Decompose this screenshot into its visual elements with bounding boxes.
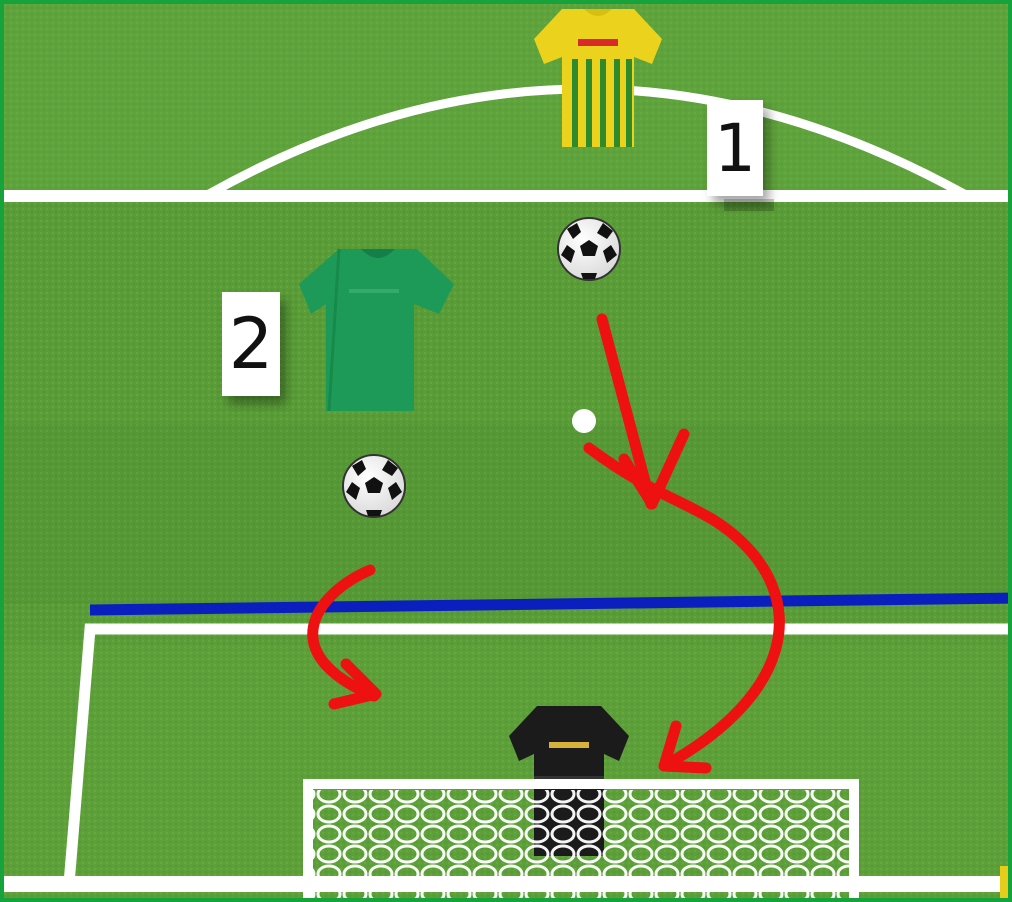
player-2-label: 2 [222, 292, 280, 396]
halfway-line [4, 190, 1012, 202]
soccer-ball-icon [558, 218, 620, 280]
player-1-label: 1 [707, 100, 763, 196]
center-spot [572, 409, 596, 433]
soccer-ball-icon [343, 455, 405, 517]
offscreen-shirt-fragment [1000, 866, 1012, 902]
pitch-canvas [4, 4, 1012, 902]
goal-net-icon [308, 784, 854, 902]
